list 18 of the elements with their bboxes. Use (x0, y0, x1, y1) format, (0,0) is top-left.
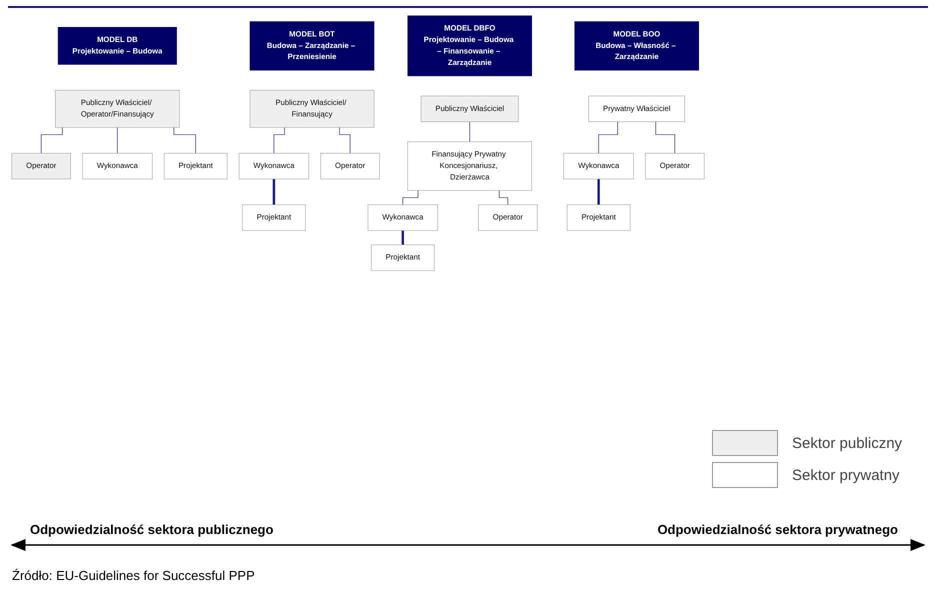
legend-label: Sektor publiczny (792, 434, 902, 452)
connector (402, 190, 418, 206)
legend-label: Sektor prywatny (792, 466, 900, 484)
axis-label: Odpowiedzialność sektora publicznego (30, 522, 274, 537)
connector (117, 127, 118, 154)
connector (598, 121, 618, 154)
connector (469, 121, 470, 142)
connector (339, 127, 350, 154)
connector (498, 190, 508, 206)
connector (655, 121, 676, 154)
connector (272, 179, 276, 206)
connector (40, 127, 63, 154)
source-caption: Źródło: EU-Guidelines for Successful PPP (12, 568, 255, 583)
connector (402, 230, 404, 246)
connector (274, 127, 285, 154)
connector (597, 179, 600, 206)
connector (174, 127, 196, 154)
axis-label: Odpowiedzialność sektora prywatnego (657, 522, 898, 537)
